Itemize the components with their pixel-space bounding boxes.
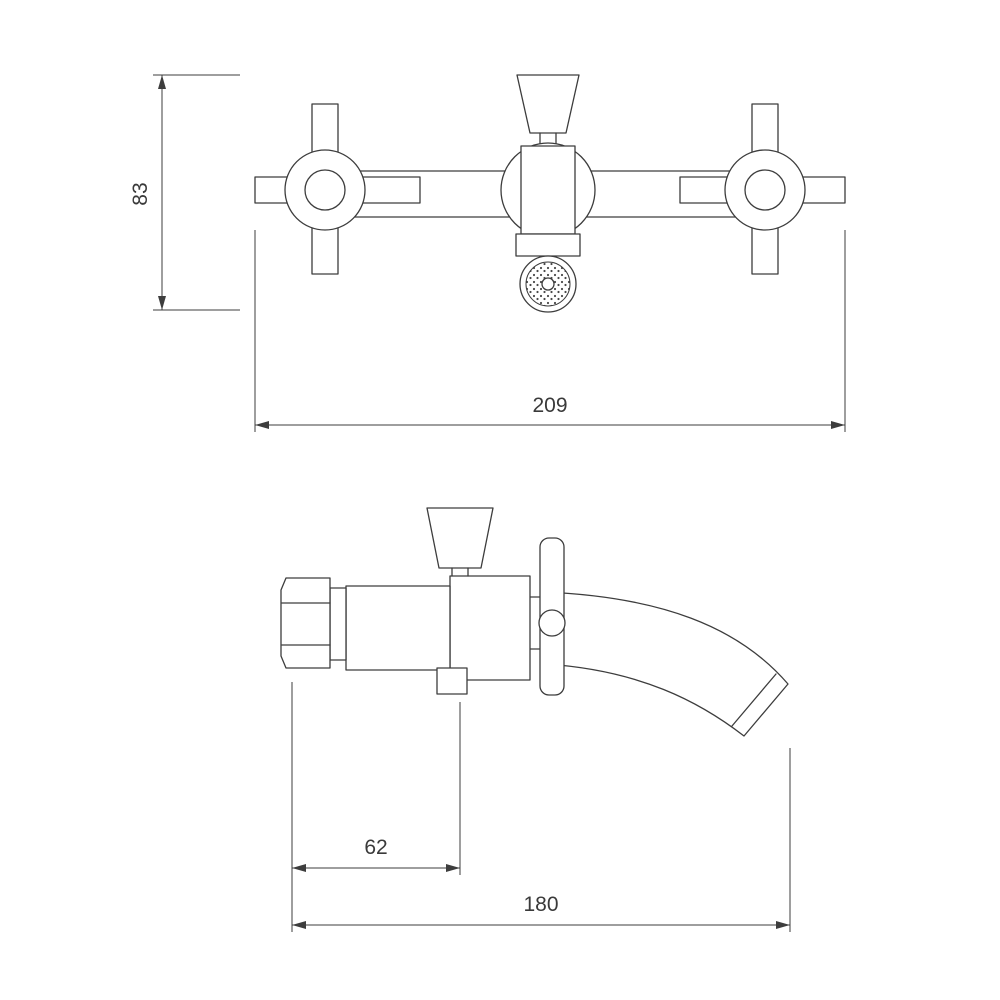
side-spout-rim-line bbox=[731, 673, 777, 727]
dim-label-62: 62 bbox=[364, 836, 387, 859]
front-handle-left-cap bbox=[304, 169, 346, 211]
dimension-side-offset: 62 bbox=[291, 682, 461, 932]
dim-label-180: 180 bbox=[523, 893, 558, 916]
side-handle-hub bbox=[538, 609, 566, 637]
front-spout-shoulder bbox=[515, 233, 581, 257]
front-handle-right-hub bbox=[724, 149, 806, 231]
dimension-front-height: 83 bbox=[129, 74, 240, 311]
front-handle-right bbox=[679, 103, 846, 275]
front-spout-tube bbox=[520, 145, 576, 235]
side-body-tube bbox=[345, 585, 451, 671]
side-bottom-tab bbox=[436, 667, 468, 695]
front-spout-assembly bbox=[500, 74, 596, 313]
front-aerator-center bbox=[541, 277, 555, 291]
front-diverter-knob bbox=[516, 74, 580, 134]
side-connector-ring bbox=[329, 587, 347, 661]
front-view bbox=[254, 74, 846, 313]
front-handle-left-hub bbox=[284, 149, 366, 231]
side-view bbox=[280, 507, 789, 737]
side-hex-nut bbox=[280, 577, 331, 669]
dimension-front-width: 209 bbox=[254, 230, 846, 432]
dim-label-83: 83 bbox=[129, 182, 152, 205]
dimension-side-depth: 180 bbox=[292, 748, 791, 932]
front-handle-left bbox=[254, 103, 421, 275]
side-diverter-knob bbox=[426, 507, 494, 577]
dim-label-209: 209 bbox=[532, 394, 567, 417]
front-handle-right-cap bbox=[744, 169, 786, 211]
side-spout bbox=[544, 591, 789, 737]
side-diverter-block bbox=[449, 575, 531, 681]
